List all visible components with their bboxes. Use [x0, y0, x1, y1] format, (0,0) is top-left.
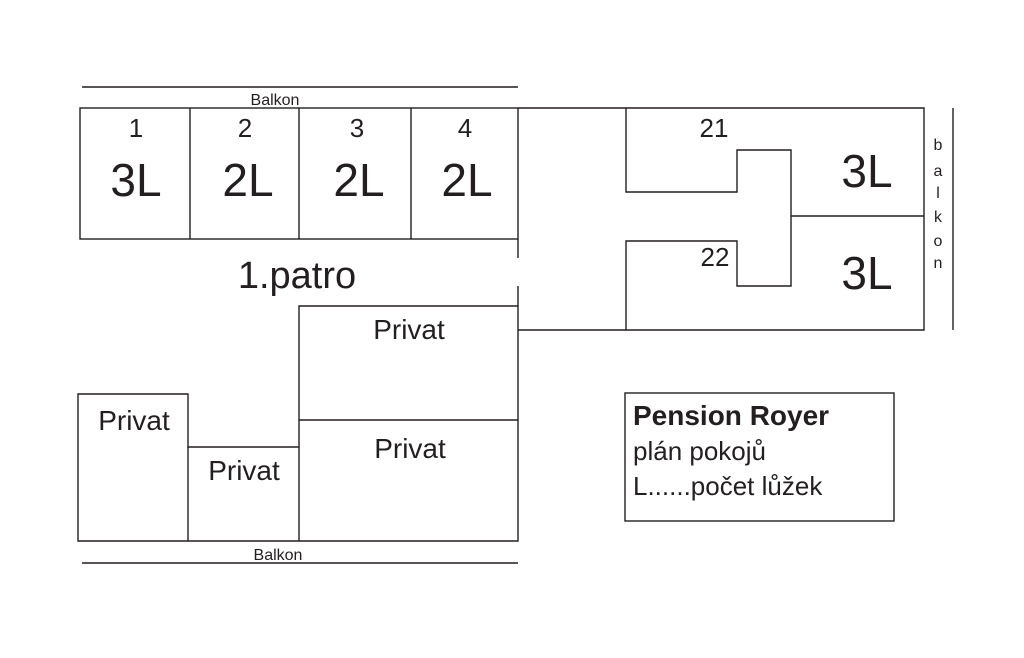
room-beds: 2L [222, 154, 273, 206]
right-rooms-outline [625, 107, 925, 331]
room-3[interactable]: 3 2L [333, 113, 384, 206]
svg-text:b: b [934, 137, 943, 154]
balcony-top-label: Balkon [251, 92, 300, 109]
room-22[interactable]: 22 3L [701, 242, 893, 299]
svg-text:n: n [934, 255, 943, 272]
svg-text:o: o [934, 233, 943, 250]
room-beds: 3L [841, 247, 892, 299]
room-number: 2 [238, 113, 252, 143]
svg-text:a: a [934, 163, 943, 180]
legend-box [624, 392, 895, 522]
room-number: 4 [458, 113, 472, 143]
room-4[interactable]: 4 2L [441, 113, 492, 206]
legend-title: Pension Royer [633, 400, 829, 431]
room-2[interactable]: 2 2L [222, 113, 273, 206]
floor-label: 1.patro [238, 255, 356, 297]
room-number: 1 [129, 113, 143, 143]
room-number: 3 [350, 113, 364, 143]
svg-text:l: l [936, 185, 940, 202]
private-area-label: Privat [98, 405, 170, 436]
room-1[interactable]: 1 3L [110, 113, 161, 206]
room-number: 22 [701, 242, 730, 272]
private-areas-outline [77, 305, 519, 542]
legend-subtitle: plán pokojů [633, 436, 766, 466]
balcony-bottom-label: Balkon [254, 547, 303, 564]
room-beds: 2L [333, 154, 384, 206]
private-area-label: Privat [208, 455, 280, 486]
svg-text:k: k [934, 209, 943, 226]
private-area-label: Privat [374, 433, 446, 464]
room-beds: 3L [110, 154, 161, 206]
room-beds: 2L [441, 154, 492, 206]
balcony-right-label: b a l k o n [934, 137, 943, 272]
private-area-label: Privat [373, 314, 445, 345]
room-number: 21 [700, 113, 729, 143]
room-beds: 3L [841, 145, 892, 197]
legend-key: L......počet lůžek [633, 471, 823, 501]
room-21[interactable]: 21 3L [700, 113, 893, 197]
